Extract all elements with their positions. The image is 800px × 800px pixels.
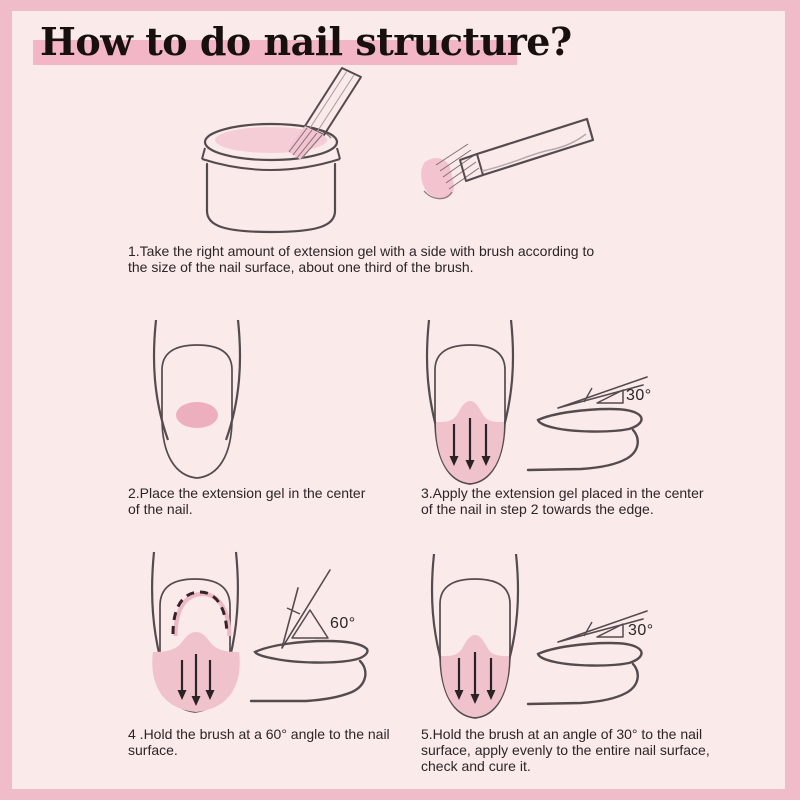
brush-angle-60-side-view [249,569,369,703]
angle-triangle [291,609,329,639]
nail-outline [161,344,233,479]
page-title: How to do nail structure? [33,20,572,76]
nail-gel-center-illustration [152,319,242,479]
jar-accent [312,127,332,139]
angle-label-30: 30° [626,387,652,404]
spread-arrows [454,652,496,704]
caption-line: check and cure it. [421,758,531,774]
brush-lines [281,569,331,649]
jar-rim-side [336,147,341,160]
caption-line: surface, apply evenly to the entire nail… [421,742,710,758]
nail-side-profile [536,641,643,667]
angle-label-30: 30° [628,622,654,639]
brush-handle-lines [309,70,355,133]
step2-caption: 2.Place the extension gel in the center … [128,485,365,517]
ferrule-tick [583,387,593,403]
nail-side-profile [253,639,369,664]
gel-jar-and-brush-illustration [201,67,595,234]
finger-outline [224,319,242,441]
caption-line: surface. [128,742,178,758]
ferrule-tick [286,607,301,615]
gel-blob [421,158,455,200]
nail-outline [439,578,511,719]
caption-line: 2.Place the extension gel in the center [128,485,366,501]
nail-gel-spread-illustration [425,319,515,485]
angle-triangle [596,389,624,404]
caption-line: 5.Hold the brush at an angle of 30° to t… [421,726,703,742]
ferrule-tick [583,621,593,637]
brush-lines [557,376,648,409]
fingertip-profile [526,662,639,706]
jar-rim-side [201,147,206,160]
dipping-brush-icon [287,67,362,160]
finger-outline [152,319,170,441]
caption-line: of the nail in step 2 towards the edge. [421,501,654,517]
step3-caption: 3.Apply the extension gel placed in the … [421,485,704,517]
caption-line: 4 .Hold the brush at a 60° angle to the … [128,726,390,742]
apex-arc-dashed [171,590,229,635]
gel-blob-edge [423,190,453,200]
brush-ferrule [459,153,484,182]
content-panel [12,11,785,789]
brush-angle-30-side-view [526,610,648,706]
angle-label-60: 60° [330,615,356,632]
bristle-hairs [288,127,323,160]
brush-lines [557,610,648,643]
step1-caption: 1.Take the right amount of extension gel… [128,243,594,275]
jar-body [205,162,337,234]
caption-line: of the nail. [128,501,193,517]
brush-angle-30-side-view [526,376,648,472]
bristle-hairs [435,143,480,190]
nail-structure-arc-illustration [150,551,240,713]
jar-rim-bottom [201,158,341,171]
gel-jar-icon [201,122,341,234]
nail-outline [434,344,506,485]
brush-handle [475,117,595,177]
nail-gel-spread-illustration [430,553,520,719]
spread-arrows [177,654,215,706]
angle-triangle [596,623,624,638]
jar-rim [203,122,339,162]
caption-line: 1.Take the right amount of extension gel… [128,243,595,259]
gel-drop [176,402,218,428]
brush-handle-highlight [481,133,587,172]
spread-arrows [449,418,491,470]
step5-caption: 5.Hold the brush at an angle of 30° to t… [421,726,710,774]
apex-arc-shadow [173,591,232,637]
caption-line: 3.Apply the extension gel placed in the … [421,485,704,501]
title-highlight-bar [33,40,517,65]
caption-line: the size of the nail surface, about one … [128,259,474,275]
gel-brush-icon [421,117,595,200]
fingertip-profile [249,659,367,703]
nail-side-profile [536,407,643,433]
fingertip-profile [526,428,639,472]
step4-caption: 4 .Hold the brush at a 60° angle to the … [128,726,390,758]
page-title-text: How to do nail structure? [40,19,572,64]
